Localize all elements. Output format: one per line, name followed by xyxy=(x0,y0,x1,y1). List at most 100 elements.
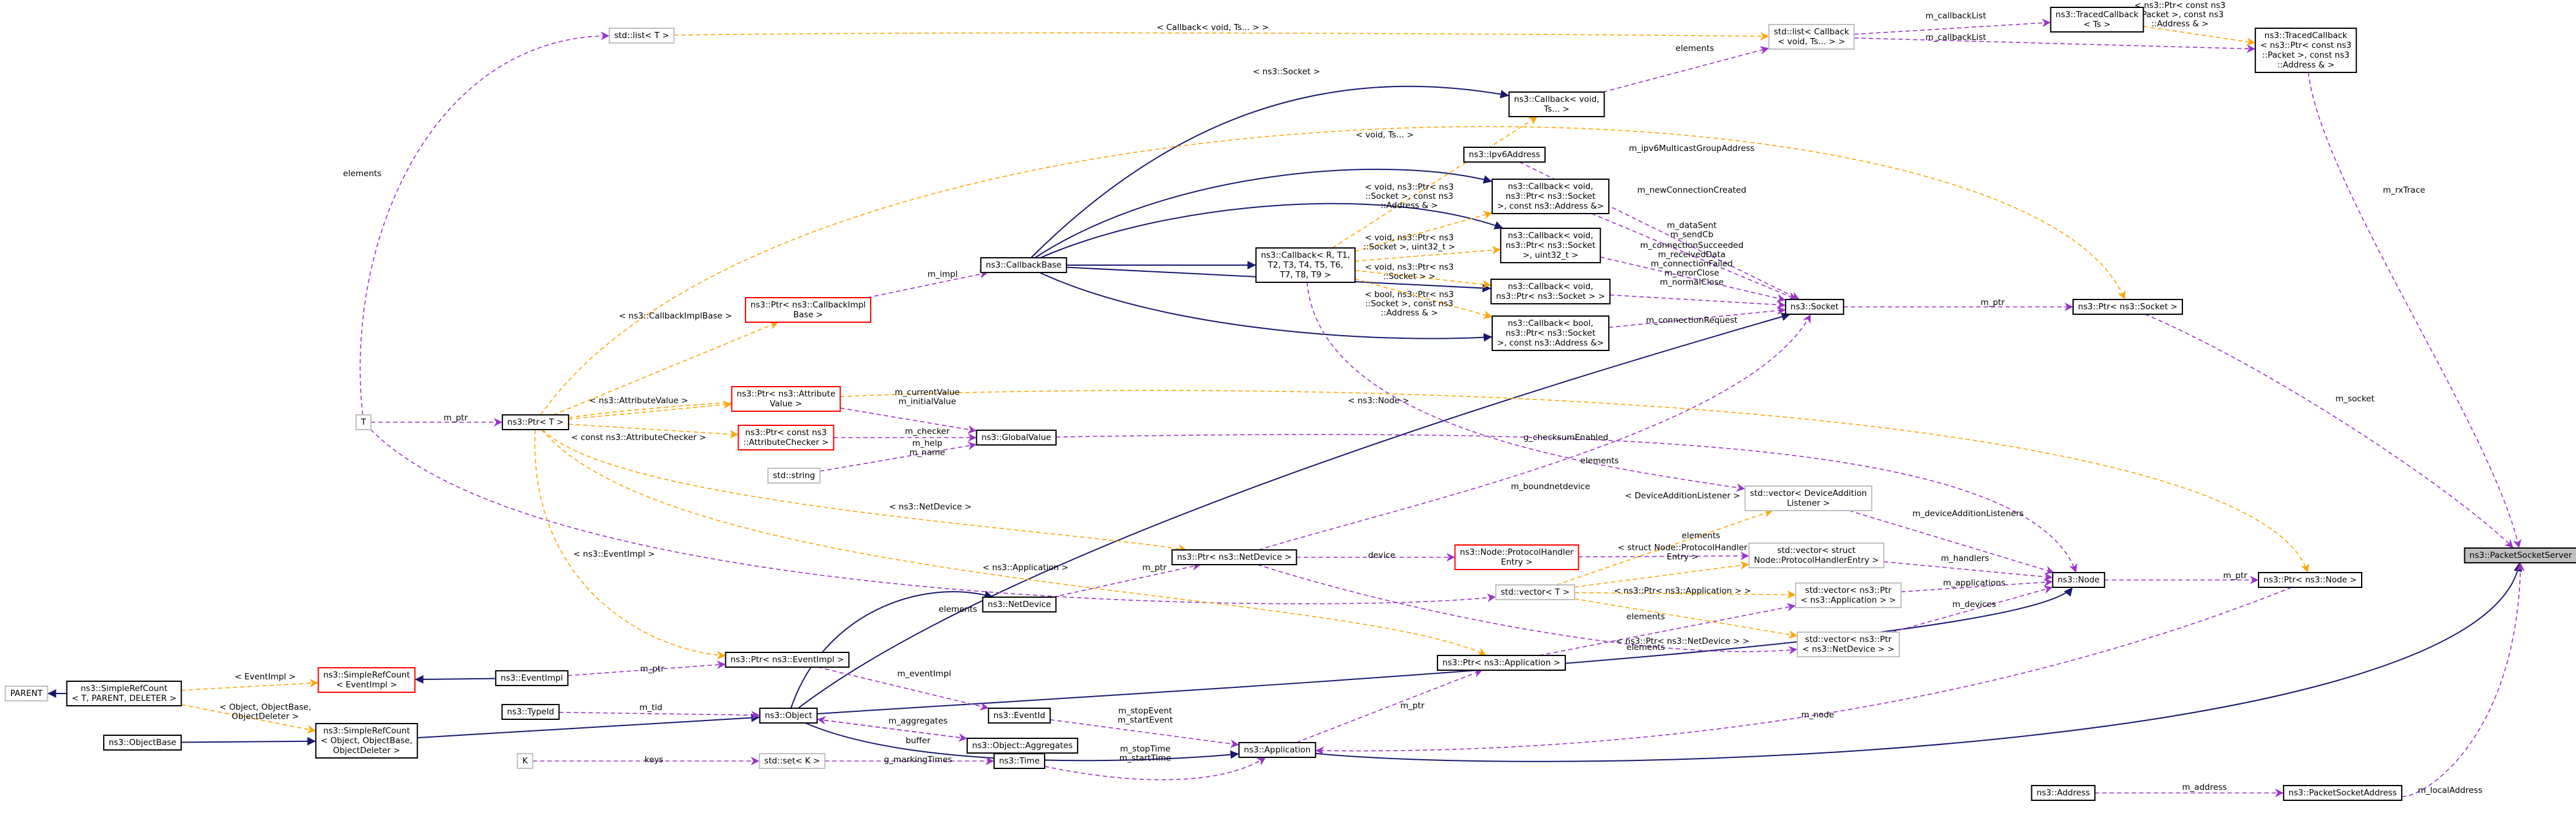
class-node-node[interactable]: ns3::Node xyxy=(2052,572,2106,588)
class-node-vector-protocolhandlerentry[interactable]: std::vector< structNode::ProtocolHandler… xyxy=(1748,543,1885,568)
class-node-callback-void-ts[interactable]: ns3::Callback< void,Ts... > xyxy=(1508,91,1605,117)
node-label: Base > xyxy=(793,310,823,320)
edge-use-31 xyxy=(1600,257,1786,303)
edge-label: m_localAddress xyxy=(2418,786,2482,795)
class-node-callback-boolsockaddr[interactable]: ns3::Callback< bool,ns3::Ptr< ns3::Socke… xyxy=(1492,315,1609,351)
node-label: ObjectDeleter > xyxy=(333,746,400,755)
class-node-vector-ptrnetdevice[interactable]: std::vector< ns3::Ptr< ns3::NetDevice > … xyxy=(1797,632,1900,657)
class-node-set-k[interactable]: std::set< K > xyxy=(758,753,826,769)
class-node-socket[interactable]: ns3::Socket xyxy=(1784,299,1845,315)
edge-tmpl-76 xyxy=(1574,590,1796,600)
class-node-application[interactable]: ns3::Application xyxy=(1238,742,1317,758)
edge-label: m_ptr xyxy=(1400,701,1425,711)
node-label: ns3::PacketSocketAddress xyxy=(2289,788,2397,798)
class-node-objectbase[interactable]: ns3::ObjectBase xyxy=(103,735,182,751)
edge-label: buffer xyxy=(906,736,931,746)
class-node-protocolhandlerentry[interactable]: ns3::Node::ProtocolHandlerEntry > xyxy=(1454,544,1579,570)
node-box xyxy=(355,414,372,430)
class-node-tracedcallback-ts[interactable]: ns3::TracedCallback< Ts > xyxy=(2050,7,2144,33)
node-label: std::set< K > xyxy=(765,756,820,766)
edge-label: m_checker xyxy=(905,427,950,436)
class-node-vector-ptrapplication[interactable]: std::vector< ns3::Ptr< ns3::Application … xyxy=(1795,582,1902,608)
class-node-ptr-eventimpl[interactable]: ns3::Ptr< ns3::EventImpl > xyxy=(725,652,850,668)
node-label: < ns3::Ptr< const ns3 xyxy=(2260,41,2352,50)
class-node-ptr-attributechecker[interactable]: ns3::Ptr< const ns3::AttributeChecker > xyxy=(737,425,835,450)
class-node-ptr-netdevice[interactable]: ns3::Ptr< ns3::NetDevice > xyxy=(1171,549,1298,565)
class-node-object[interactable]: ns3::Object xyxy=(759,708,818,724)
edge-use-49 xyxy=(1296,669,1483,743)
class-node-k[interactable]: K xyxy=(516,753,534,769)
class-node-netdevice[interactable]: ns3::NetDevice xyxy=(982,597,1057,612)
edge-tmpl-66 xyxy=(542,429,1187,553)
edge-use-50 xyxy=(567,660,726,676)
node-label: ns3::Callback< void, xyxy=(1508,231,1593,241)
node-label: ns3::Ptr< const ns3 xyxy=(745,428,827,438)
node-label: ns3::ObjectBase xyxy=(109,738,176,748)
node-box xyxy=(987,708,1051,724)
class-node-callback-socku32[interactable]: ns3::Callback< void,ns3::Ptr< ns3::Socke… xyxy=(1500,228,1601,263)
edge-tmpl-78 xyxy=(181,679,319,691)
node-box xyxy=(758,753,826,769)
class-node-simplerefcount-object[interactable]: ns3::SimpleRefCount< Object, ObjectBase,… xyxy=(315,723,418,759)
class-node-vector-deviceadditionlistener[interactable]: std::vector< DeviceAdditionListener > xyxy=(1744,485,1873,511)
class-node-parent[interactable]: PARENT xyxy=(4,686,49,701)
class-node-ptr-attributevalue[interactable]: ns3::Ptr< ns3::AttributeValue > xyxy=(731,386,841,412)
node-label: ns3::CallbackBase xyxy=(986,260,1061,270)
node-label: ns3::EventImpl xyxy=(500,673,562,683)
edge-use-52 xyxy=(1050,719,1239,748)
class-node-ipv6multicastgroupaddress[interactable]: ns3::Ipv6Address xyxy=(1463,147,1546,163)
class-node-simplerefcount-eventimpl[interactable]: ns3::SimpleRefCount< EventImpl > xyxy=(317,667,416,693)
edge-tmpl-70 xyxy=(1355,211,1493,252)
class-node-time[interactable]: ns3::Time xyxy=(993,753,1046,769)
class-node-callback-sock[interactable]: ns3::Callback< void,ns3::Ptr< ns3::Socke… xyxy=(1490,279,1611,304)
node-box xyxy=(2072,299,2183,315)
class-node-address[interactable]: ns3::Address xyxy=(2031,785,2096,801)
node-label: ns3::Callback< void, xyxy=(1508,182,1593,191)
node-label: ns3::Ipv6Address xyxy=(1469,150,1540,160)
class-node-callback-sockaddr[interactable]: ns3::Callback< void,ns3::Ptr< ns3::Socke… xyxy=(1492,179,1609,214)
edge-label: m_handlers xyxy=(1941,554,1990,563)
class-node-ptr-t[interactable]: ns3::Ptr< T > xyxy=(502,414,569,430)
edge-label: m_ipv6MulticastGroupAddress xyxy=(1629,144,1755,153)
class-node-globalvalue[interactable]: ns3::GlobalValue xyxy=(976,430,1057,446)
node-box xyxy=(1171,549,1298,565)
node-label: ns3::TypeId xyxy=(507,707,555,717)
class-node-ptr-callbackimplbase[interactable]: ns3::Ptr< ns3::CallbackImplBase > xyxy=(745,297,871,323)
class-node-packetsocketserver[interactable]: ns3::PacketSocketServer xyxy=(2464,547,2576,563)
edge-label: < ns3::Application > xyxy=(983,563,1068,573)
class-node-eventimpl[interactable]: ns3::EventImpl xyxy=(495,670,569,686)
edge-label: m_ptr xyxy=(640,664,664,674)
node-label: < void, Ts... > > xyxy=(1778,37,1845,47)
class-node-objectaggregates[interactable]: ns3::Object::Aggregates xyxy=(967,738,1078,754)
class-node-ptr-node[interactable]: ns3::Ptr< ns3::Node > xyxy=(2258,572,2362,588)
class-node-string[interactable]: std::string xyxy=(767,468,821,484)
edge-tmpl-61 xyxy=(540,126,2126,415)
edge-label: g_checksumEnabled xyxy=(1523,433,1608,442)
node-label: ns3::NetDevice xyxy=(987,600,1051,609)
class-node-eventid[interactable]: ns3::EventId xyxy=(987,708,1051,724)
edge-use-48 xyxy=(1053,562,1201,598)
class-node-tracedcallback-pkt[interactable]: ns3::TracedCallback< ns3::Ptr< const ns3… xyxy=(2254,28,2357,73)
edge-inherit-5 xyxy=(417,713,760,739)
class-node-t[interactable]: T xyxy=(355,414,372,430)
edge-label: < ns3::CallbackImplBase > xyxy=(619,311,732,321)
node-box xyxy=(737,425,835,450)
class-node-list-callback[interactable]: std::list< Callback< void, Ts... > > xyxy=(1768,24,1855,50)
class-node-list-t[interactable]: std::list< T > xyxy=(609,28,675,44)
edge-tmpl-64 xyxy=(568,423,739,439)
edge-label: < DeviceAdditionListener > xyxy=(1625,491,1740,501)
node-box xyxy=(759,708,818,724)
class-node-callback-r[interactable]: ns3::Callback< R, T1,T2, T3, T4, T5, T6,… xyxy=(1255,247,1356,283)
class-node-simplerefcount-t[interactable]: ns3::SimpleRefCount< T, PARENT, DELETER … xyxy=(66,681,182,706)
class-node-typeid[interactable]: ns3::TypeId xyxy=(501,704,560,720)
edge-use-41 xyxy=(1901,578,2053,593)
class-node-packetsocketaddress[interactable]: ns3::PacketSocketAddress xyxy=(2282,785,2403,801)
class-node-callbackbase[interactable]: ns3::CallbackBase xyxy=(980,257,1067,273)
class-node-ptr-socket[interactable]: ns3::Ptr< ns3::Socket > xyxy=(2072,299,2183,315)
class-node-ptr-application[interactable]: ns3::Ptr< ns3::Application > xyxy=(1436,655,1566,671)
edge-inherit-2 xyxy=(798,312,1791,709)
edge-use-38 xyxy=(1056,434,2077,573)
class-node-vector-t[interactable]: std::vector< T > xyxy=(1495,584,1576,600)
edge-use-32 xyxy=(1609,294,1786,309)
